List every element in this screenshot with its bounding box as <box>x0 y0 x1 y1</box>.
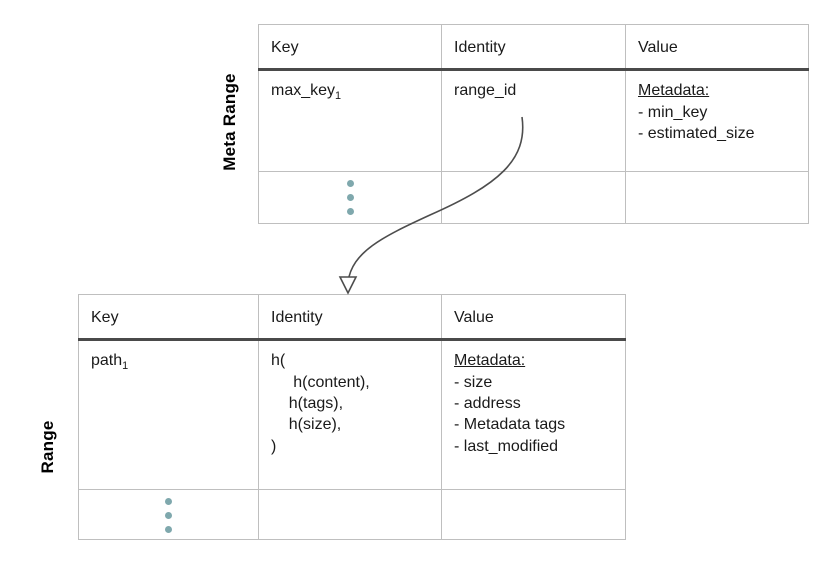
range-continuation-cell <box>78 489 259 541</box>
meta-range-continuation-cell <box>258 171 442 225</box>
range-continuation-identity <box>258 489 442 541</box>
meta-range-continuation-row <box>258 171 809 225</box>
range-cell-key: path1 <box>78 339 259 491</box>
range-continuation-row <box>78 489 626 541</box>
range-table: Key Identity Value path1 h( h(content), … <box>78 293 626 541</box>
meta-range-continuation-identity <box>441 171 626 225</box>
meta-range-side-label: Meta Range <box>220 73 239 171</box>
meta-range-row: max_key1 range_id Metadata: - min_key - … <box>258 69 809 173</box>
list-item: - estimated_size <box>638 125 755 143</box>
meta-range-col-key: Key <box>258 23 442 72</box>
meta-range-continuation-value <box>625 171 809 225</box>
range-col-key: Key <box>78 293 259 342</box>
range-cell-identity: h( h(content), h(tags), h(size), ) <box>258 339 442 491</box>
vertical-ellipsis-icon <box>165 498 172 534</box>
range-metadata-title: Metadata: <box>454 352 526 370</box>
range-continuation-value <box>441 489 626 541</box>
meta-range-key-text: max_key <box>271 82 336 100</box>
range-side-label: Range <box>38 420 57 474</box>
meta-range-cell-identity: range_id <box>441 69 626 173</box>
range-cell-value: Metadata: - size - address - Metadata ta… <box>441 339 626 491</box>
range-header-row: Key Identity Value <box>78 293 626 342</box>
meta-range-col-identity: Identity <box>441 23 626 72</box>
list-item: - address <box>454 395 521 413</box>
list-item: - last_modified <box>454 437 559 455</box>
meta-range-metadata-title: Metadata: <box>638 82 710 100</box>
range-identity-hash-expression: h( h(content), h(tags), h(size), ) <box>271 352 370 455</box>
vertical-ellipsis-icon <box>346 180 354 216</box>
meta-range-table: Key Identity Value max_key1 range_id Met… <box>258 23 809 225</box>
meta-range-header-row: Key Identity Value <box>258 23 809 72</box>
meta-range-metadata-list: - min_key - estimated_size <box>638 102 796 144</box>
meta-range-col-value: Value <box>625 23 809 72</box>
list-item: - Metadata tags <box>454 416 566 434</box>
range-col-identity: Identity <box>258 293 442 342</box>
range-metadata-list: - size - address - Metadata tags - last_… <box>454 372 613 456</box>
range-key-subscript: 1 <box>122 359 129 372</box>
meta-range-cell-value: Metadata: - min_key - estimated_size <box>625 69 809 173</box>
meta-range-key-subscript: 1 <box>335 89 342 102</box>
range-col-value: Value <box>441 293 626 342</box>
list-item: - min_key <box>638 104 708 122</box>
list-item: - size <box>454 374 493 392</box>
range-row: path1 h( h(content), h(tags), h(size), )… <box>78 339 626 491</box>
range-key-text: path <box>91 352 123 370</box>
arrowhead-icon <box>338 276 358 295</box>
meta-range-cell-key: max_key1 <box>258 69 442 173</box>
